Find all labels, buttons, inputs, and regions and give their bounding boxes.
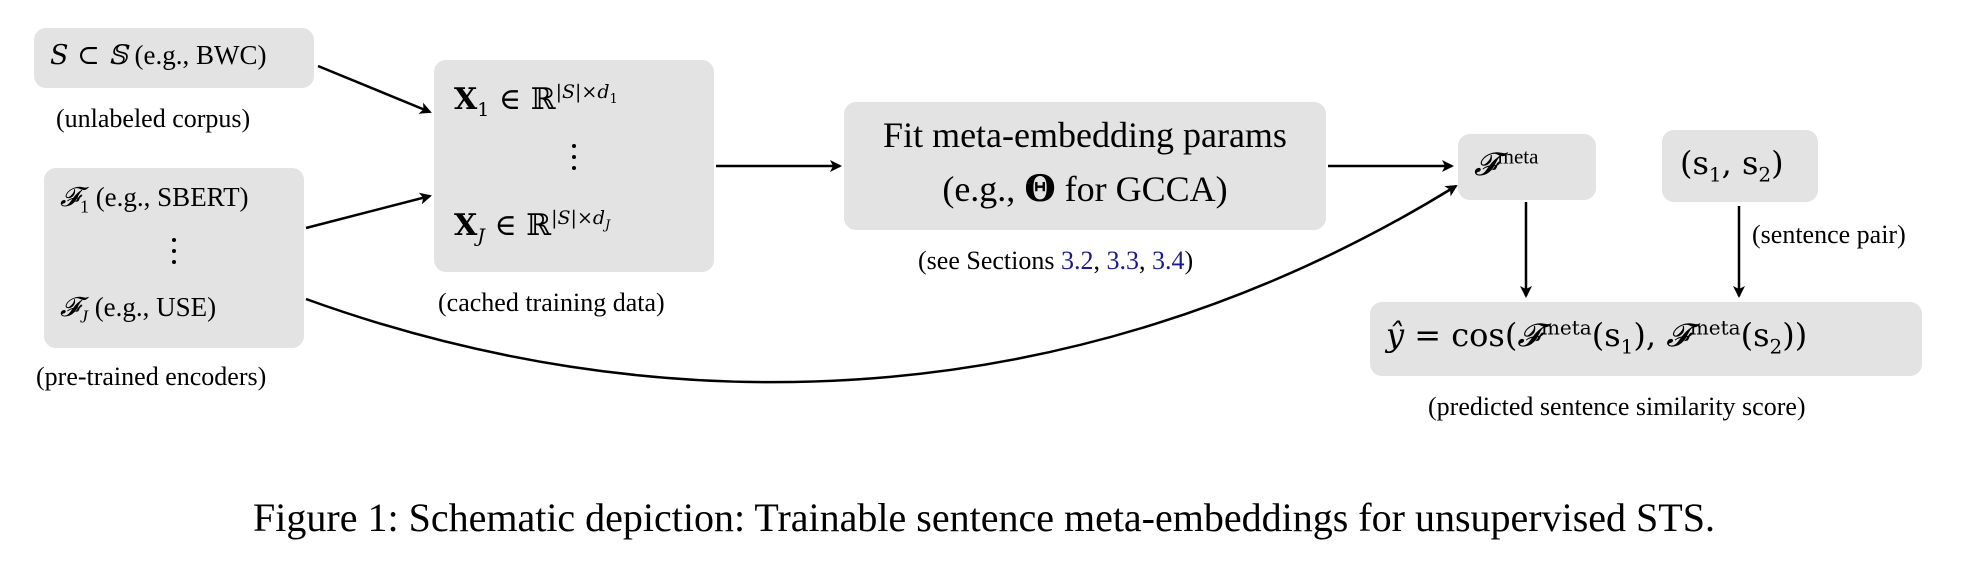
encoder-last-symbol: 𝓕	[60, 292, 80, 322]
xj-relation: ∈ ℝ	[484, 208, 552, 243]
fit-caption-sep1: ,	[1093, 246, 1107, 275]
section-ref-3-3[interactable]: 3.3	[1106, 246, 1139, 275]
x1-sub: 1	[477, 99, 490, 121]
output-eq: = cos(	[1404, 316, 1518, 354]
xj-sub: J	[477, 225, 485, 247]
training-caption: (cached training data)	[438, 288, 665, 317]
fit-caption-sep2: ,	[1138, 246, 1152, 275]
encoder-first-symbol: 𝓕	[60, 182, 80, 212]
xj-symbol: X	[454, 208, 478, 243]
section-ref-3-4[interactable]: 3.4	[1151, 246, 1185, 275]
fit-caption: (see Sections 3.2, 3.3, 3.4)	[918, 246, 1193, 276]
output-end: ))	[1782, 316, 1808, 354]
xj-superscript: |S|×d	[551, 207, 606, 229]
pair-sub2: 2	[1758, 162, 1772, 187]
arrow-encoders-to-training	[305, 192, 432, 230]
corpus-example: (e.g., BWC)	[134, 40, 267, 70]
meta-superscript: meta	[1497, 144, 1539, 169]
meta-box: 𝓕meta	[1458, 134, 1596, 200]
fit-line2-pre: (e.g.,	[942, 169, 1025, 209]
encoder-first-sub: 1	[79, 196, 89, 217]
encoders-box: 𝓕1 (e.g., SBERT) 𝓕J (e.g., USE)	[44, 168, 304, 348]
corpus-caption: (unlabeled corpus)	[56, 104, 251, 133]
fit-box: Fit meta-embedding params (e.g., Θ for G…	[844, 102, 1326, 230]
output-arg2: (s	[1740, 316, 1770, 354]
yhat-symbol: ŷ	[1386, 316, 1405, 354]
pair-open: (s	[1680, 144, 1709, 182]
arrow-corpus-to-training	[317, 64, 432, 114]
pair-mid: , s	[1721, 144, 1759, 182]
pair-caption: (sentence pair)	[1752, 220, 1906, 249]
output-sup2: meta	[1689, 315, 1741, 340]
pair-box: (s1, s2)	[1662, 130, 1818, 202]
output-caption: (predicted sentence similarity score)	[1428, 392, 1806, 421]
fit-caption-post: )	[1184, 246, 1194, 275]
output-f1: 𝓕	[1517, 317, 1541, 353]
output-arg1: (s	[1591, 316, 1621, 354]
output-between: ),	[1633, 316, 1667, 354]
fit-line2-post: for GCCA)	[1055, 169, 1228, 209]
encoders-vdots	[172, 238, 176, 264]
encoder-first-example: (e.g., SBERT)	[95, 182, 249, 212]
corpus-box: S ⊂ 𝕊 (e.g., BWC)	[34, 28, 314, 88]
x1-relation: ∈ ℝ	[489, 82, 556, 117]
pair-close: )	[1771, 144, 1784, 182]
theta-symbol: Θ	[1024, 168, 1056, 210]
output-sup1: meta	[1540, 315, 1592, 340]
arrow-encoders-to-meta	[305, 184, 1458, 384]
x1-superscript: |S|×d	[555, 81, 610, 103]
x1-superscript-sub: 1	[609, 91, 618, 107]
corpus-set-math: S ⊂ 𝕊	[50, 40, 128, 71]
xj-superscript-sub: J	[605, 217, 611, 233]
x1-symbol: X	[454, 82, 478, 117]
figure-caption: Figure 1: Schematic depiction: Trainable…	[253, 495, 1715, 540]
pair-sub1: 1	[1708, 162, 1722, 187]
fit-line1: Fit meta-embedding params	[883, 115, 1287, 155]
encoder-last-sub: J	[79, 306, 88, 327]
output-f2: 𝓕	[1666, 317, 1690, 353]
output-sub2: 2	[1769, 334, 1783, 359]
meta-symbol: 𝓕	[1474, 146, 1498, 182]
training-vdots	[572, 144, 576, 170]
encoder-last-example: (e.g., USE)	[94, 292, 217, 322]
training-box: X1 ∈ ℝ|S|×d1 XJ ∈ ℝ|S|×dJ	[434, 60, 714, 272]
output-sub1: 1	[1620, 334, 1634, 359]
output-box: ŷ = cos(𝓕meta(s1), 𝓕meta(s2))	[1370, 302, 1922, 376]
encoders-caption: (pre-trained encoders)	[36, 362, 267, 391]
section-ref-3-2[interactable]: 3.2	[1060, 246, 1094, 275]
fit-caption-pre: (see Sections	[918, 246, 1061, 275]
